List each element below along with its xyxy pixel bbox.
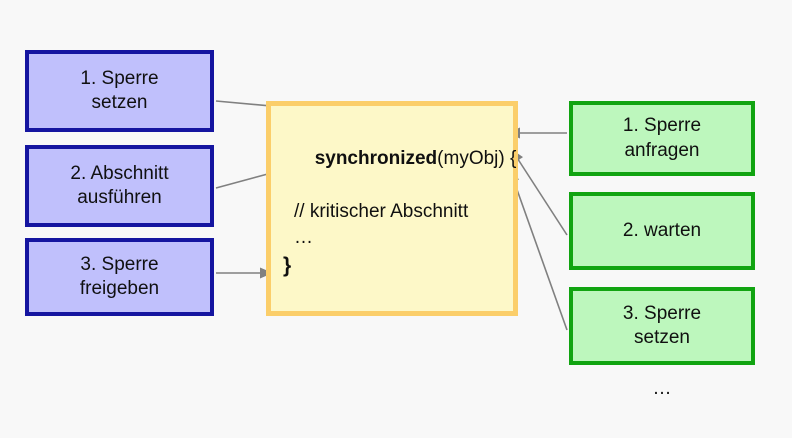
left-step-2-execute-section[interactable]: 2. Abschnitt ausführen: [25, 145, 214, 227]
right-step-1-label: 1. Sperre anfragen: [622, 115, 702, 161]
right-step-3-label: 3. Sperre setzen: [622, 302, 702, 348]
right-step-2-label: 2. warten: [622, 219, 702, 241]
code-line-closing-brace: }: [283, 254, 292, 278]
connector-set-lock-to-code-panel: [508, 169, 568, 331]
connector-wait-to-code-panel: [511, 149, 568, 236]
right-column-trailing-ellipsis: …: [652, 378, 672, 399]
code-line-ellipsis: …: [294, 226, 313, 248]
right-step-1-request-lock[interactable]: 1. Sperre anfragen: [569, 101, 755, 176]
code-line-comment: // kritischer Abschnitt: [294, 200, 469, 222]
left-step-3-label: 3. Sperre freigeben: [79, 253, 160, 299]
code-signature-rest: (myObj) {: [437, 148, 517, 170]
synchronized-code-panel: synchronized(myObj) { // kritischer Absc…: [266, 101, 518, 316]
left-step-3-release-lock[interactable]: 3. Sperre freigeben: [25, 238, 214, 316]
right-step-2-wait[interactable]: 2. warten: [569, 192, 755, 270]
right-step-3-set-lock[interactable]: 3. Sperre setzen: [569, 287, 755, 365]
code-line-signature: synchronized(myObj) {: [283, 120, 517, 199]
left-step-1-label: 1. Sperre setzen: [80, 67, 159, 113]
left-step-1-set-lock[interactable]: 1. Sperre setzen: [25, 50, 214, 132]
code-keyword-synchronized: synchronized: [314, 148, 438, 170]
left-step-2-label: 2. Abschnitt ausführen: [70, 162, 169, 208]
